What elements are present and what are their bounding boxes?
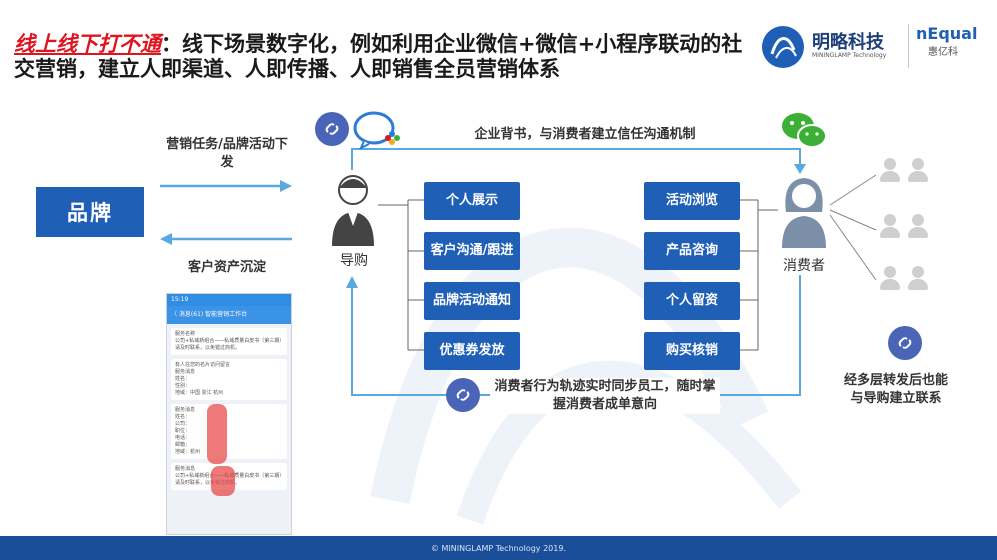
phone-message-card: 有人在您的名片访问留言 服务消息 姓名： 性别： 地域：中国 浙江 杭州 — [171, 359, 287, 400]
enterprise-wechat-icon — [353, 111, 400, 151]
footer-copyright: © MININGLAMP Technology 2019. — [431, 543, 566, 553]
link-icon — [315, 112, 349, 146]
card-line: 服务消息 — [175, 407, 196, 413]
share-link-icon — [888, 326, 922, 360]
phone-nav-bar: 〈 消息(61) 智能营销工作台 — [167, 306, 291, 324]
multi-forward-note: 经多层转发后也能与导购建立联系 — [843, 373, 948, 406]
mininglamp-logo-sub: MININGLAMP Technology — [812, 52, 887, 59]
card-line: 公司+私域新组合——私域质量白皮书（第三期） — [175, 338, 285, 344]
slide-title: 线上线下打不通：线下场景数字化，例如利用企业微信+微信+小程序联动的社交营销，建… — [14, 32, 754, 82]
title-rest: ：线下场景数字化，例如利用企业微信+微信+小程序联动的社交营销，建立人即渠道、人… — [14, 32, 743, 81]
card-line: 服务消息 — [175, 466, 196, 472]
card-line: 邮箱： — [175, 442, 191, 448]
personal-display-button[interactable]: 个人展示 — [424, 182, 520, 220]
consumer-avatar-icon — [782, 178, 826, 248]
card-line: 服务名称 — [175, 331, 196, 337]
card-line: 服务消息 — [175, 369, 196, 375]
guide-label: 导购 — [340, 253, 368, 269]
card-line: 性别： — [175, 383, 191, 389]
wechat-icon — [782, 113, 827, 148]
card-line: 请及时联系，以免错过商机。 — [175, 345, 241, 351]
purchase-redeem-button[interactable]: 购买核销 — [644, 332, 740, 370]
guide-avatar-icon — [332, 175, 374, 246]
product-inquiry-button[interactable]: 产品咨询 — [644, 232, 740, 270]
behavior-sync-label: 消费者行为轨迹实时同步员工，随时掌握消费者成单意向 — [490, 378, 720, 414]
personal-info-button[interactable]: 个人留资 — [644, 282, 740, 320]
mininglamp-logo-name: 明略科技 — [812, 32, 884, 53]
nequal-logo-name: nEqual — [916, 24, 978, 43]
logo-divider — [908, 24, 909, 68]
nequal-logo-sub: 惠亿科 — [928, 47, 958, 58]
card-line: 地域：杭州 — [175, 449, 201, 455]
card-line: 公司： — [175, 421, 191, 427]
phone-screenshot: 15:19 〈 消息(61) 智能营销工作台 服务名称 公司+私域新组合——私域… — [166, 293, 292, 535]
card-line: 电话： — [175, 435, 191, 441]
mininglamp-logo-mark — [762, 26, 804, 68]
arrow-left — [160, 233, 292, 245]
card-line: 地域：中国 浙江 杭州 — [175, 390, 224, 396]
card-line: 有人在您的名片访问留言 — [175, 362, 231, 368]
trust-mechanism-label: 企业背书，与消费者建立信任沟通机制 — [474, 127, 696, 142]
redaction-mark — [211, 466, 235, 496]
brand-event-notice-button[interactable]: 品牌活动通知 — [424, 282, 520, 320]
consumer-label: 消费者 — [783, 258, 825, 274]
redaction-mark — [207, 404, 227, 464]
phone-message-card: 服务名称 公司+私域新组合——私域质量白皮书（第三期） 请及时联系，以免错过商机… — [171, 328, 287, 355]
customer-followup-button[interactable]: 客户沟通/跟进 — [424, 232, 520, 270]
nequal-logo: nEqual 惠亿科 — [916, 24, 986, 68]
footer-bar: © MININGLAMP Technology 2019. — [0, 536, 997, 560]
phone-status-bar: 15:19 — [167, 294, 291, 306]
arrow-right — [160, 180, 292, 192]
card-line: 姓名： — [175, 414, 191, 420]
coupon-issue-button[interactable]: 优惠券发放 — [424, 332, 520, 370]
card-line: 姓名： — [175, 376, 191, 382]
sync-link-icon — [446, 378, 480, 412]
mininglamp-logo: 明略科技 MININGLAMP Technology — [760, 22, 900, 72]
card-line: 职位： — [175, 428, 191, 434]
asset-accumulation-label: 客户资产沉淀 — [187, 260, 266, 275]
card-line: 请及时联系，以免错过商机。 — [175, 480, 241, 486]
event-browse-button[interactable]: 活动浏览 — [644, 182, 740, 220]
background-watermark — [370, 227, 802, 525]
title-highlight: 线上线下打不通 — [14, 32, 161, 56]
brand-box: 品牌 — [36, 187, 144, 237]
phone-message-card: 服务消息 姓名： 公司： 职位： 电话： 邮箱： 地域：杭州 — [171, 404, 287, 459]
task-distribution-label: 营销任务/品牌活动下发 — [166, 137, 288, 170]
